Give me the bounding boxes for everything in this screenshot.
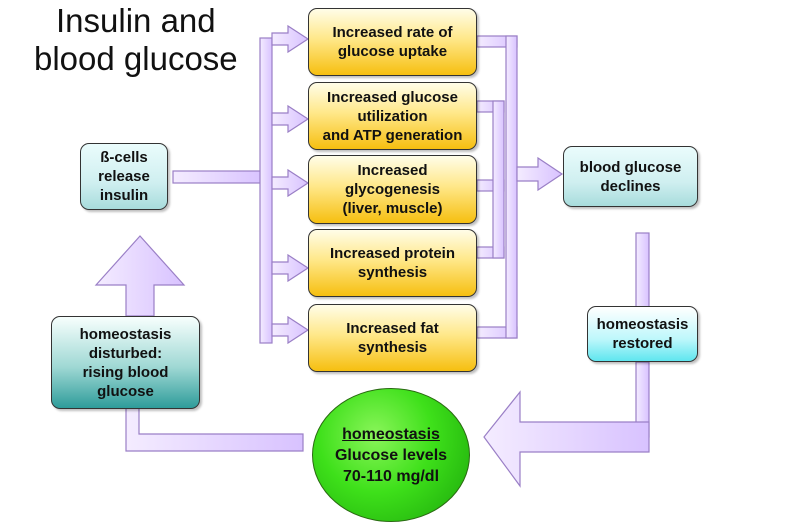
homeostasis-circle: homeostasis Glucose levels 70-110 mg/dl [312, 388, 470, 522]
result-down-line [635, 232, 650, 308]
effect-fat-synthesis: Increased fat synthesis [308, 304, 477, 372]
homeostasis-heading: homeostasis [342, 425, 440, 443]
arrow-to-utilization [271, 104, 310, 134]
effect-protein-synthesis: Increased protein synthesis [308, 229, 477, 297]
feedback-line [125, 407, 304, 452]
homeostasis-disturbed-box: homeostasis disturbed: rising blood gluc… [51, 316, 200, 409]
arrow-to-beta-cells [94, 235, 186, 317]
page-title: Insulin and blood glucose [34, 2, 238, 77]
distribution-bar [259, 37, 273, 344]
insulin-feed-line [172, 170, 266, 184]
blood-glucose-declines-box: blood glucose declines [563, 146, 698, 207]
effect-glucose-uptake: Increased rate of glucose uptake [308, 8, 477, 76]
arrow-to-uptake [271, 24, 310, 54]
glucose-range-label: 70-110 mg/dl [342, 467, 440, 485]
arrow-to-protein [271, 253, 310, 283]
inner-collector [492, 100, 505, 259]
outer-collector [505, 35, 518, 339]
arrow-to-result [516, 156, 564, 192]
arrow-to-glycogenesis [271, 168, 310, 198]
arrow-to-fat [271, 315, 310, 345]
effect-glucose-utilization: Increased glucose utilization and ATP ge… [308, 82, 477, 150]
beta-cells-box: ß-cells release insulin [80, 143, 168, 210]
homeostasis-restored-box: homeostasis restored [587, 306, 698, 362]
glucose-levels-label: Glucose levels [334, 446, 448, 464]
arrow-to-homeostasis [483, 390, 650, 488]
effect-glycogenesis: Increased glycogenesis (liver, muscle) [308, 155, 477, 224]
